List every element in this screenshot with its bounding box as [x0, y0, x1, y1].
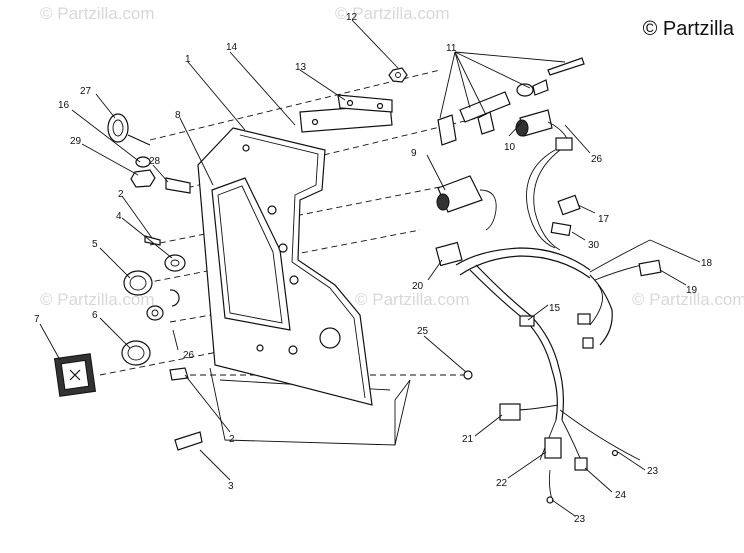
callout-17: 17	[598, 214, 610, 225]
callout-18: 18	[701, 258, 713, 269]
callout-8: 8	[175, 110, 181, 121]
callout-22: 22	[496, 478, 508, 489]
leader-lines	[39, 19, 701, 517]
callout-4: 4	[116, 211, 122, 222]
key-switch-11	[437, 57, 585, 146]
callout-26: 26	[591, 154, 603, 165]
callout-16: 16	[58, 100, 70, 111]
callout-3: 3	[228, 481, 234, 492]
callout-20: 20	[412, 281, 424, 292]
callout-30: 30	[588, 240, 600, 251]
callout-23: 23	[647, 466, 659, 477]
callout-11: 11	[446, 43, 457, 54]
callout-7: 7	[34, 314, 40, 325]
callout-26: 26	[183, 350, 195, 361]
callout-13: 13	[295, 62, 307, 73]
left-hardware	[53, 113, 203, 451]
partzilla-logo: © Partzilla	[642, 18, 734, 40]
watermark: © Partzilla.com	[632, 290, 744, 309]
watermark: © Partzilla.com	[40, 290, 155, 309]
callout-27: 27	[80, 86, 92, 97]
nut-12	[388, 67, 408, 83]
callout-21: 21	[462, 434, 474, 445]
harness-connectors	[435, 137, 662, 504]
callout-25: 25	[417, 326, 429, 337]
callout-6: 6	[92, 310, 98, 321]
callout-10: 10	[504, 142, 516, 153]
callout-24: 24	[615, 490, 627, 501]
callout-15: 15	[549, 303, 561, 314]
callout-12: 12	[346, 12, 358, 23]
watermark: © Partzilla.com	[335, 4, 450, 23]
callout-2: 2	[229, 434, 235, 445]
bracket-13	[299, 94, 393, 133]
callout-2: 2	[118, 189, 124, 200]
callout-14: 14	[226, 42, 238, 53]
callout-labels: 1 2 2 3 4 5 6 7 8 9 10 11 12 13 14 15 16…	[34, 12, 713, 525]
callout-28: 28	[149, 156, 161, 167]
callout-9: 9	[411, 148, 417, 159]
callout-1: 1	[185, 54, 191, 65]
callout-5: 5	[92, 239, 98, 250]
switch-10	[515, 109, 571, 146]
callout-23: 23	[574, 514, 586, 525]
watermark: © Partzilla.com	[40, 4, 155, 23]
wiring-harness-15	[455, 149, 656, 501]
callout-29: 29	[70, 136, 82, 147]
solenoid-9	[436, 175, 497, 231]
watermark: © Partzilla.com	[355, 290, 470, 309]
callout-19: 19	[686, 285, 698, 296]
mounting-panel	[197, 127, 373, 406]
